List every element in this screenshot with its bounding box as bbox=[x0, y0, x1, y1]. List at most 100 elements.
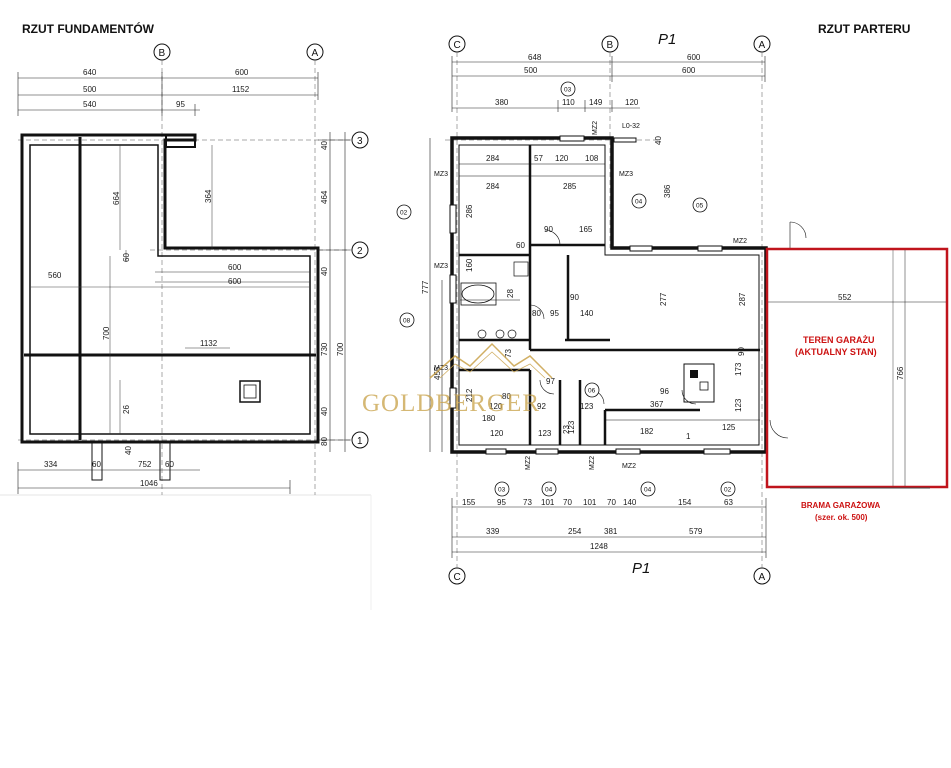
gdim-room-90b: 90 bbox=[570, 293, 579, 302]
gdim-room-123b: 123 bbox=[734, 398, 743, 412]
gdim-room-120c: 120 bbox=[490, 429, 504, 438]
gdim-room-386: 386 bbox=[663, 184, 672, 198]
gdim-room-57: 57 bbox=[534, 154, 543, 163]
gdim-left-777: 777 bbox=[421, 280, 430, 294]
axis-marker-c-bottom: C bbox=[448, 567, 466, 585]
goldberger-watermark: GOLDBERGER bbox=[362, 342, 553, 417]
fdim-bot-752: 752 bbox=[138, 460, 152, 469]
marker-02-b: 02 bbox=[720, 481, 736, 497]
fdim-664: 664 bbox=[112, 191, 121, 205]
axis-c-top-label: C bbox=[454, 40, 461, 51]
garage-area: 552 766 TEREN GARAŻU (AKTUALNY STAN) BRA… bbox=[765, 247, 949, 522]
gdim-room-40: 40 bbox=[654, 136, 663, 145]
gdim-top-149: 149 bbox=[589, 98, 603, 107]
gdim-bot-155: 155 bbox=[462, 498, 476, 507]
gdim-room-28: 28 bbox=[506, 289, 515, 298]
axis-2-label: 2 bbox=[357, 246, 363, 257]
marker-05: 05 bbox=[692, 197, 708, 213]
axis-marker-a-bottom: A bbox=[753, 567, 771, 585]
gdim-room-90a: 90 bbox=[544, 225, 553, 234]
gdim-bot-101b: 101 bbox=[583, 498, 597, 507]
axis-marker-3: 3 bbox=[351, 131, 369, 149]
gdim-room-80b: 80 bbox=[502, 392, 511, 401]
garage-width: 552 bbox=[838, 293, 852, 302]
marker-05-label: 05 bbox=[696, 203, 704, 210]
marker-04-b: 04 bbox=[541, 481, 557, 497]
axis-b-top-label: B bbox=[607, 40, 614, 51]
fdim-26: 26 bbox=[122, 405, 131, 414]
axis-1-label: 1 bbox=[357, 436, 363, 447]
gdim-room-120b: 120 bbox=[489, 402, 503, 411]
gdim-room-123c: 123 bbox=[538, 429, 552, 438]
gdim-bot-63: 63 bbox=[724, 498, 733, 507]
tag-lo32: L0-32 bbox=[622, 123, 640, 130]
gdim-left-455: 455 bbox=[433, 366, 442, 380]
fdim-600b: 600 bbox=[228, 277, 242, 286]
fdim-right-40c: 40 bbox=[320, 407, 329, 416]
marker-08-label: 08 bbox=[403, 318, 411, 325]
gdim-room-284a: 284 bbox=[486, 154, 500, 163]
gdim-room-277: 277 bbox=[659, 292, 668, 306]
tag-mz2-a: MZ2 bbox=[592, 121, 599, 135]
tag-mz3-a: MZ3 bbox=[434, 171, 448, 178]
fdim-600a: 600 bbox=[228, 263, 242, 272]
fdim-right-464: 464 bbox=[320, 190, 329, 204]
tag-mz3-c: MZ3 bbox=[434, 263, 448, 270]
gdim-room-125: 125 bbox=[722, 423, 736, 432]
fdim-right-40b: 40 bbox=[320, 267, 329, 276]
marker-03-b: 03 bbox=[494, 481, 510, 497]
marker-04-b-label: 04 bbox=[545, 487, 553, 494]
fdim-right-40a: 40 bbox=[320, 141, 329, 150]
axis-marker-a: A bbox=[306, 43, 324, 61]
axis-marker-b-top: B bbox=[601, 35, 619, 53]
gdim-room-108: 108 bbox=[585, 154, 599, 163]
gdim-room-120: 120 bbox=[555, 154, 569, 163]
marker-03-a: 03 bbox=[560, 81, 576, 97]
gdim-room-60: 60 bbox=[516, 241, 525, 250]
gdim-room-182: 182 bbox=[640, 427, 654, 436]
fdim-right-80: 80 bbox=[320, 437, 329, 446]
garage-depth: 766 bbox=[896, 366, 905, 380]
fdim-top-540: 540 bbox=[83, 100, 97, 109]
gdim-room-212: 212 bbox=[465, 388, 474, 402]
gdim-bot-140: 140 bbox=[623, 498, 637, 507]
axis-a-bottom-label: A bbox=[759, 572, 766, 583]
fdim-bot-60b: 60 bbox=[165, 460, 174, 469]
gdim-room-140: 140 bbox=[580, 309, 594, 318]
section-label-bottom: P1 bbox=[632, 560, 650, 577]
fdim-top-1152: 1152 bbox=[232, 85, 250, 94]
gdim-room-1: 1 bbox=[686, 432, 691, 441]
axis-marker-a-top: A bbox=[753, 35, 771, 53]
gdim-bot-70a: 70 bbox=[563, 498, 572, 507]
marker-08: 08 bbox=[399, 312, 415, 328]
gdim-room-180: 180 bbox=[482, 414, 496, 423]
gdim-bot-70b: 70 bbox=[607, 498, 616, 507]
marker-06: 06 bbox=[584, 382, 600, 398]
fdim-top-95: 95 bbox=[176, 100, 185, 109]
fdim-700: 700 bbox=[102, 326, 111, 340]
tag-mz2-d: MZ2 bbox=[589, 456, 596, 470]
marker-04-c-label: 04 bbox=[644, 487, 652, 494]
gdim-room-96: 96 bbox=[660, 387, 669, 396]
axis-marker-1: 1 bbox=[351, 431, 369, 449]
gdim-room-73: 73 bbox=[504, 349, 513, 358]
ground-floor-title: RZUT PARTERU bbox=[818, 22, 910, 36]
gdim-bot-381: 381 bbox=[604, 527, 618, 536]
watermark-text: GOLDBERGER bbox=[362, 390, 540, 417]
gdim-bot-95: 95 bbox=[497, 498, 506, 507]
gdim-room-285: 285 bbox=[563, 182, 577, 191]
gdim-room-123d: 123 bbox=[567, 420, 576, 434]
gdim-top-110: 110 bbox=[562, 98, 575, 107]
gdim-bot-154: 154 bbox=[678, 498, 692, 507]
gdim-room-160: 160 bbox=[465, 258, 474, 272]
foundations-title: RZUT FUNDAMENTÓW bbox=[22, 21, 155, 36]
tag-mz2-e: MZ2 bbox=[622, 463, 636, 470]
section-label-top: P1 bbox=[658, 31, 676, 48]
fdim-60: 60 bbox=[122, 253, 131, 262]
axis-marker-2: 2 bbox=[351, 241, 369, 259]
gdim-bot-579: 579 bbox=[689, 527, 703, 536]
axis-b-label: B bbox=[159, 48, 166, 59]
gdim-room-367: 367 bbox=[650, 400, 664, 409]
fdim-1132: 1132 bbox=[200, 339, 218, 348]
fdim-560: 560 bbox=[48, 271, 62, 280]
